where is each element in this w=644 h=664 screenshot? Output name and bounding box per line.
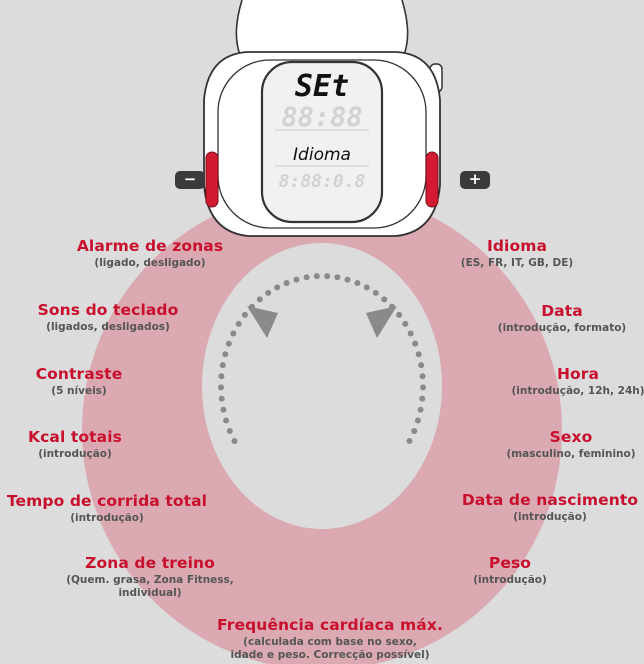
arc-dot xyxy=(231,438,238,444)
menu-item-date: Data (introdução, formato) xyxy=(497,302,627,334)
arc-dot xyxy=(218,384,224,391)
menu-item-contrast: Contraste (5 níveis) xyxy=(35,365,123,397)
watch-time-faint: 88:88 xyxy=(281,102,362,133)
arc-dot xyxy=(265,289,272,296)
watch-lap-faint: 8:88:0.8 xyxy=(279,171,366,192)
menu-item-birth-date: Data de nascimento (introdução) xyxy=(461,491,639,523)
menu-item-zone-alarm: Alarme de zonas (ligado, desligado) xyxy=(76,237,224,269)
arc-dot xyxy=(344,276,351,283)
arc-dot xyxy=(222,351,229,358)
watch-display xyxy=(260,60,384,224)
menu-item-time: Hora (introdução, 12h, 24h) xyxy=(511,365,644,397)
arc-dot xyxy=(419,373,426,380)
arc-dot xyxy=(256,296,263,303)
arc-dot xyxy=(324,273,331,280)
arc-dot xyxy=(235,320,242,327)
watch-left-red-button[interactable] xyxy=(205,151,219,208)
arrow-right-icon xyxy=(366,306,397,338)
arc-dot xyxy=(411,428,418,434)
arc-dot xyxy=(407,330,414,337)
arc-dot xyxy=(389,303,395,310)
menu-item-training-zone: Zona de treino (Quem. grasa, Zona Fitnes… xyxy=(66,554,234,599)
arc-dot xyxy=(218,395,225,402)
arc-dot xyxy=(293,276,300,283)
arc-dot xyxy=(283,280,290,286)
arc-dot xyxy=(415,351,422,358)
arc-dot xyxy=(219,362,226,369)
arc-dot xyxy=(381,296,388,303)
arc-dot xyxy=(406,438,413,444)
arc-dot xyxy=(274,284,281,291)
menu-item-total-run-time: Tempo de corrida total (introdução) xyxy=(6,492,208,524)
watch-right-red-button[interactable] xyxy=(425,151,439,208)
watch-menu-text: Idioma xyxy=(293,145,351,165)
arc-dot xyxy=(303,274,310,281)
arc-dot xyxy=(414,417,421,424)
arc-dot xyxy=(419,395,426,402)
arc-dot xyxy=(218,373,225,380)
menu-item-language: Idioma (ES, FR, IT, GB, DE) xyxy=(460,237,574,269)
arrow-left-icon xyxy=(247,306,278,338)
arc-dot xyxy=(412,340,419,347)
menu-item-sex: Sexo (masculino, feminino) xyxy=(506,428,636,460)
arc-dot xyxy=(334,274,341,281)
arc-dot xyxy=(363,284,370,291)
minus-button[interactable]: − xyxy=(175,171,205,189)
menu-item-weight: Peso (introdução) xyxy=(473,554,547,586)
arc-dot xyxy=(226,428,233,434)
arc-dot xyxy=(417,406,424,413)
dotted-arc xyxy=(218,273,426,444)
menu-item-total-kcal: Kcal totais (introdução) xyxy=(28,428,122,460)
watch-bezel xyxy=(217,59,427,229)
arc-dot xyxy=(225,340,232,347)
arc-dot xyxy=(220,406,227,413)
menu-item-max-heart-rate: Frequência cardíaca máx. (calculada com … xyxy=(217,616,443,661)
plus-button[interactable]: + xyxy=(460,171,490,189)
arc-dot xyxy=(372,289,379,296)
watch-mode-text: SEt xyxy=(295,69,349,104)
menu-ring xyxy=(82,190,562,664)
arc-dot xyxy=(402,320,409,327)
arc-dot xyxy=(354,280,361,286)
arc-dot xyxy=(313,273,320,280)
arc-dot xyxy=(230,330,237,337)
watch-strap xyxy=(235,0,409,56)
arc-dot xyxy=(420,384,426,391)
menu-item-key-sounds: Sons do teclado (ligados, desligados) xyxy=(37,301,179,333)
arc-dot xyxy=(223,417,230,424)
arc-dot xyxy=(241,311,248,318)
arc-dot xyxy=(249,303,255,310)
arc-dot xyxy=(418,362,425,369)
arc-dot xyxy=(396,311,403,318)
